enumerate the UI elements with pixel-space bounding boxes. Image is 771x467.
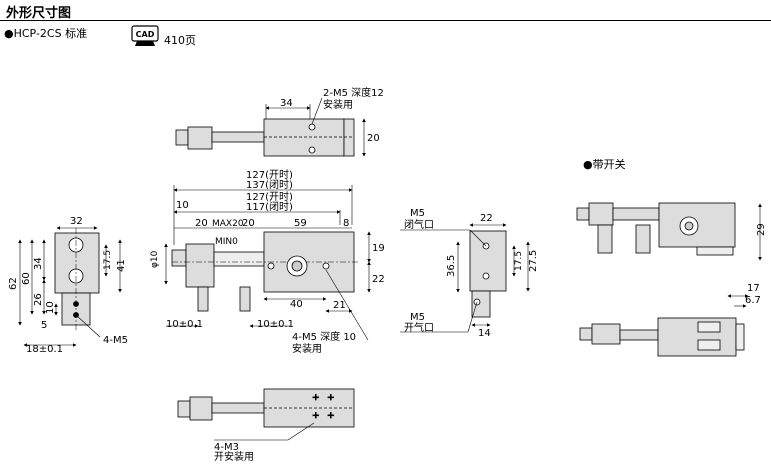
dim-40: 40 xyxy=(290,299,303,310)
dim-10: 10 xyxy=(176,200,189,211)
dim-max20: MAX20 xyxy=(212,219,244,229)
dim-17-switch: 17 xyxy=(747,283,760,294)
title-divider xyxy=(0,20,771,21)
svg-text:+: + xyxy=(327,393,335,403)
front-view-dims xyxy=(164,231,371,341)
cad-icon[interactable]: CAD xyxy=(131,25,159,47)
dim-19: 19 xyxy=(372,243,385,254)
dim-min0: MIN0 xyxy=(215,237,238,247)
callout-4m5: 4-M5 xyxy=(103,335,128,346)
dim-tol-2: 10±0.1 xyxy=(257,319,294,330)
bottom-view: + + + + xyxy=(177,388,355,428)
front-view xyxy=(171,231,360,312)
callout-mount-use: 安装用 xyxy=(323,98,353,111)
callout-close-port: 闭气口 xyxy=(404,218,434,231)
dim-127-open: 127(开时) xyxy=(246,169,293,181)
dim-127-open-2: 127(开时) xyxy=(246,191,293,203)
callout-m5-open: M5 xyxy=(410,312,425,323)
callout-open-mount: 开安装用 xyxy=(214,450,254,463)
cad-page-ref[interactable]: 410页 xyxy=(164,34,196,47)
top-view xyxy=(175,118,355,157)
end-view xyxy=(469,230,507,318)
svg-text:+: + xyxy=(327,411,335,421)
dim-5: 5 xyxy=(41,320,47,331)
dim-phi10: φ10 xyxy=(150,250,160,268)
dim-20-b: 20 xyxy=(242,218,255,229)
dim-20-a: 20 xyxy=(195,218,208,229)
dim-17-5-end: 17.5 xyxy=(514,251,524,271)
dim-22-end: 22 xyxy=(480,213,493,224)
dim-59: 59 xyxy=(294,218,307,229)
dim-14: 14 xyxy=(478,328,491,339)
callout-mount-use-2: 安装用 xyxy=(292,342,322,355)
dim-34: 34 xyxy=(280,98,293,109)
dim-29: 29 xyxy=(756,223,767,236)
callout-4m5-depth: 4-M5 深度 10 xyxy=(292,330,356,343)
switch-top-view xyxy=(579,317,745,357)
model-label: ●HCP-2CS 标准 xyxy=(4,27,88,40)
dim-60: 60 xyxy=(21,272,32,285)
dim-6-7: 6.7 xyxy=(745,295,761,306)
switch-side-view xyxy=(576,202,736,256)
dim-137-closed: 137(闭时) xyxy=(246,178,293,191)
side-view xyxy=(54,228,100,330)
side-view-dims xyxy=(18,226,122,347)
dim-21: 21 xyxy=(333,300,346,311)
dim-18-tol: 18±0.1 xyxy=(26,344,63,355)
dim-10-side: 10 xyxy=(45,301,56,314)
page-title: 外形尺寸图 xyxy=(6,6,72,21)
dim-22: 22 xyxy=(372,274,385,285)
dim-62: 62 xyxy=(8,277,19,290)
dim-26: 26 xyxy=(33,293,44,306)
dim-tol-1: 10±0.1 xyxy=(166,319,203,330)
dim-8: 8 xyxy=(343,218,349,229)
callout-open-port: 开气口 xyxy=(404,321,434,334)
callout-4m3: 4-M3 xyxy=(214,442,239,453)
svg-text:+: + xyxy=(312,393,320,403)
end-view-dims xyxy=(400,223,530,333)
dim-17-5: 17.5 xyxy=(103,250,113,270)
switch-top-dims xyxy=(727,294,749,308)
dim-36-5: 36.5 xyxy=(446,255,457,277)
svg-text:+: + xyxy=(312,411,320,421)
top-view-dims xyxy=(265,97,366,157)
dim-27-5: 27.5 xyxy=(528,250,539,272)
cad-badge-text: CAD xyxy=(136,30,155,39)
dim-34-side: 34 xyxy=(33,257,44,270)
bottom-view-dims xyxy=(214,422,315,441)
dim-41: 41 xyxy=(116,259,127,272)
dim-117-closed: 117(闭时) xyxy=(246,200,293,213)
length-dims xyxy=(173,185,353,245)
callout-m5-close: M5 xyxy=(410,208,425,219)
switch-variant-label: ●带开关 xyxy=(583,158,626,171)
callout-2m5: 2-M5 深度12 xyxy=(323,86,384,99)
dim-32: 32 xyxy=(70,216,83,227)
dim-20-top: 20 xyxy=(367,133,380,144)
